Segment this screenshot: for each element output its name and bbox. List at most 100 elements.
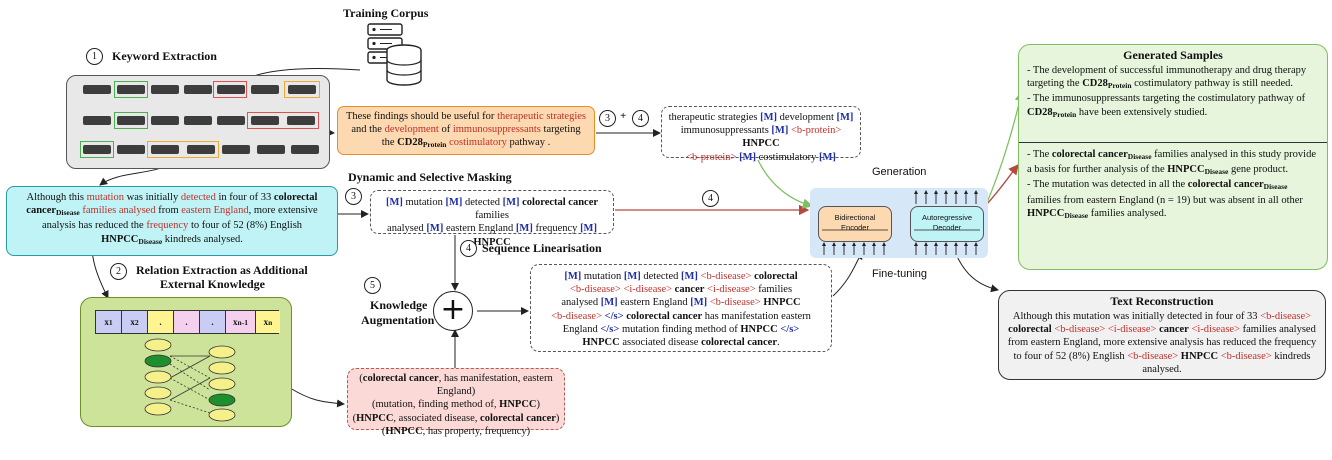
generated-samples-title: Generated Samples: [1123, 48, 1223, 62]
step-4-badge: 4: [702, 190, 719, 207]
mask-token: [M]: [580, 223, 597, 235]
keyword-token: [257, 145, 285, 154]
keyword-token: [184, 85, 212, 94]
text: kindreds analysed.: [162, 233, 243, 245]
divider: [1019, 142, 1327, 143]
generation-label: Generation: [872, 166, 927, 178]
keyword-highlight-orange: [147, 141, 219, 158]
relation-extraction-label-1: Relation Extraction as Additional: [136, 263, 308, 277]
keyword-token: [251, 85, 279, 94]
knowledge-triples-box: (colorectal cancer, has manifestation, e…: [347, 368, 565, 437]
keyword-immunosuppressants: immunosuppressants: [452, 124, 541, 136]
text: Although this: [26, 192, 87, 203]
sentence-text: of: [438, 124, 453, 136]
entity-hnpcc: HNPCC: [101, 233, 139, 245]
keyword-token: [117, 116, 145, 125]
keyword-token: [151, 85, 179, 94]
bipartite-graph: [144, 338, 236, 422]
keyword-token: [287, 116, 315, 125]
generated-protein-samples: - The development of successful immunoth…: [1027, 65, 1307, 119]
entity-type-disease: Disease: [56, 208, 80, 218]
entity-hnpcc: HNPCC: [473, 236, 511, 248]
keyword-development: development: [384, 124, 439, 136]
keyword-token: [83, 145, 111, 154]
linearised-sequence-box: [M] mutation [M] detected [M] <b-disease…: [530, 264, 832, 352]
sentence-text: pathway .: [506, 137, 551, 149]
text: detected: [462, 197, 503, 208]
text: from: [155, 205, 182, 217]
knowledge-augmentation-label-2: Augmentation: [361, 313, 435, 327]
text: costimulatory: [755, 151, 819, 163]
plus-sign: +: [620, 110, 627, 122]
text: was initially: [123, 192, 181, 203]
keyword-token: [83, 116, 111, 125]
token-dot: .: [174, 311, 200, 333]
dynamic-masking-label: Dynamic and Selective Masking: [348, 170, 512, 184]
entity-hnpcc: HNPCC: [742, 138, 780, 150]
keyword-eastern-england: eastern England: [181, 205, 249, 217]
text: to four of 52 (8%) English: [188, 220, 303, 232]
arrow-model-to-generated-a: [985, 90, 1025, 206]
sentence-text: targeting the: [381, 124, 581, 149]
bidirectional-encoder: Bidirectional Encoder: [818, 206, 892, 242]
arrow-masked-top-to-model: [757, 159, 814, 209]
entity-type-disease: Disease: [138, 236, 163, 246]
keyword-highlight-green: [114, 112, 148, 129]
keyword-highlight-green: [80, 141, 114, 158]
keyword-token: [251, 116, 279, 125]
keyword-token: [222, 145, 250, 154]
keyword-highlight-red: [247, 112, 319, 129]
keyword-token: [291, 145, 319, 154]
keyword-token: [217, 116, 245, 125]
step-4-badge: 4: [460, 240, 477, 257]
source-sentence-box: These findings should be useful for ther…: [337, 106, 595, 155]
entity-tag: <b-protein>: [686, 151, 740, 163]
keyword-highlight-red: [213, 81, 247, 98]
text: , more extensive analysis has reduced th…: [41, 205, 318, 232]
knowledge-augmentation-label-1: Knowledge: [370, 298, 428, 312]
keyword-extraction-label: Keyword Extraction: [112, 49, 217, 63]
text: therapeutic strategies: [668, 112, 761, 123]
mask-token: [M]: [771, 125, 789, 137]
arrow-linearised-to-model: [832, 251, 863, 297]
keyword-token: [117, 145, 145, 154]
text: mutation: [402, 197, 446, 208]
token-dot: .: [148, 311, 174, 333]
masked-sequence-mid: [M] mutation [M] detected [M] colorectal…: [370, 190, 614, 248]
keyword-extraction-box: [66, 75, 330, 169]
arrow-graph-to-knowledge: [289, 387, 345, 408]
knowledge-merge-plus-icon: +: [433, 291, 473, 331]
keyword-detected: detected: [180, 192, 216, 203]
mask-token: [M]: [426, 223, 444, 235]
keyword-token: [151, 145, 179, 154]
token-dot: .: [200, 311, 226, 333]
keyword-token: [187, 145, 215, 154]
text: families: [475, 210, 509, 222]
entity-colorectal-cancer: colorectal cancer: [26, 192, 318, 217]
mask-token: [M]: [515, 223, 533, 235]
keyword-token: [151, 116, 179, 125]
mask-token: [M]: [739, 151, 756, 163]
text: frequency: [532, 223, 581, 235]
keyword-highlight-orange: [284, 81, 320, 98]
text-reconstruction-box: Text Reconstruction Although this mutati…: [998, 290, 1326, 380]
step-1-badge: 1: [86, 48, 103, 65]
text: analysed: [387, 223, 427, 235]
keyword-mutation: mutation: [86, 192, 124, 203]
step-5-badge: 5: [364, 277, 381, 294]
step-2-badge: 2: [110, 263, 127, 280]
entity-type-protein: Protein: [422, 140, 447, 150]
arrow-model-to-generated-b: [985, 163, 1019, 206]
annotated-sentence-box: Although this mutation was initially det…: [6, 186, 338, 256]
keyword-token: [217, 85, 245, 94]
text: development: [777, 112, 837, 123]
mask-token: [M]: [818, 151, 836, 163]
sequence-linearisation-label: Sequence Linearisation: [482, 241, 602, 255]
model-io-arrows: [822, 190, 980, 255]
mask-token: [M]: [836, 112, 854, 123]
keyword-token: [117, 85, 145, 94]
